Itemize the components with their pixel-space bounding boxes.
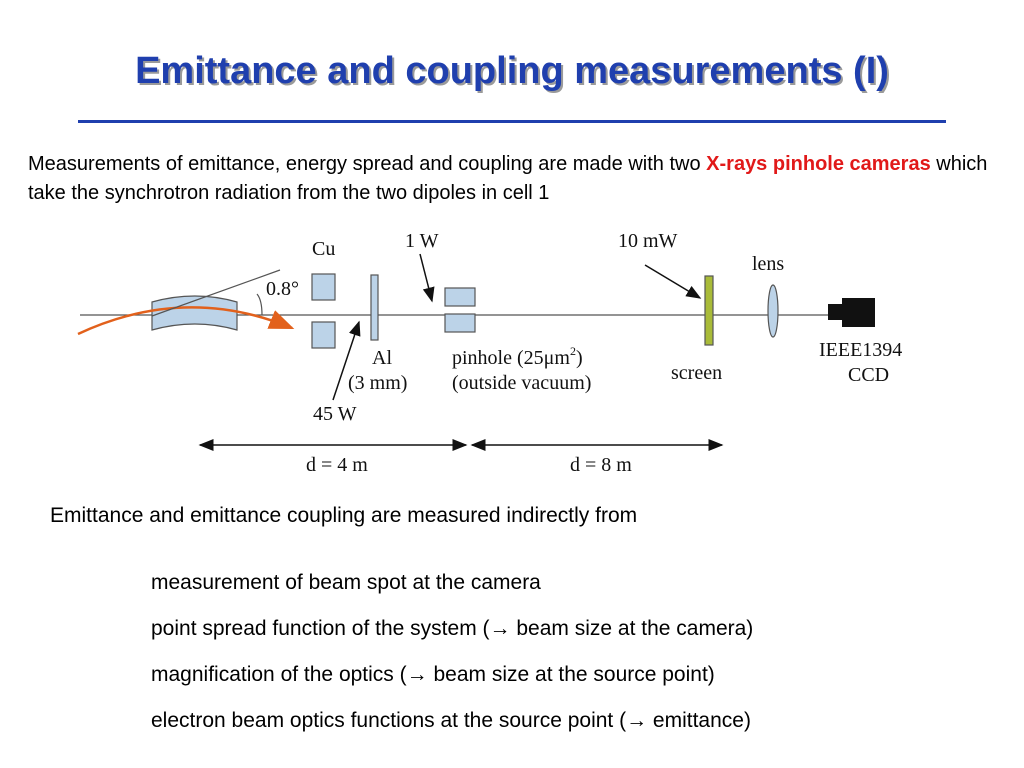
arrow-45w <box>332 320 361 401</box>
arrow-1w <box>419 253 435 303</box>
list-item: measurement of beam spot at the camera <box>151 571 541 594</box>
al-thickness-label: (3 mm) <box>348 372 407 394</box>
dipole-magnet <box>151 295 238 331</box>
ccd-camera-nose <box>828 304 842 320</box>
outside-vacuum-label: (outside vacuum) <box>452 372 591 394</box>
lens-label: lens <box>752 253 784 275</box>
intro-text-start: Measurements of emittance, energy spread… <box>28 153 707 175</box>
pinhole-label-exponent: 2 <box>570 344 576 358</box>
list-item: magnification of the optics (→ beam size… <box>151 663 715 686</box>
lens <box>767 284 779 338</box>
ccd-label: CCD <box>848 364 889 386</box>
arrow-10mw <box>644 264 702 299</box>
cu-block-upper <box>311 273 336 301</box>
lead-text: Emittance and emittance coupling are mea… <box>50 504 638 527</box>
screen-label: screen <box>671 362 722 384</box>
ccd-camera-body <box>842 298 875 327</box>
power-10mw-label: 10 mW <box>618 230 678 252</box>
intro-highlight: X-rays pinhole cameras <box>706 153 931 175</box>
pinhole-camera-diagram: 0.8° Cu Al (3 mm) 45 W 1 W pinhole (25μm… <box>77 230 902 476</box>
list-item: point spread function of the system (→ b… <box>151 617 754 640</box>
al-filter <box>370 274 379 341</box>
angle-arc <box>256 293 263 316</box>
measurement-list: measurement of beam spot at the camera p… <box>151 570 753 754</box>
al-label: Al <box>372 347 392 369</box>
power-45w-label: 45 W <box>313 403 357 425</box>
power-1w-label: 1 W <box>405 230 439 252</box>
slide-title: Emittance and coupling measurements (I) <box>135 50 889 92</box>
pinhole-block-lower <box>444 313 476 333</box>
angle-label: 0.8° <box>266 278 299 300</box>
distance-4m-label: d = 4 m <box>306 454 368 476</box>
electron-beam-path <box>77 306 295 336</box>
distance-8m-label: d = 8 m <box>570 454 632 476</box>
ccd-model-label: IEEE1394 <box>819 339 902 361</box>
pinhole-label: pinhole (25μm2) <box>452 344 583 369</box>
intro-text-end: which take the synchrotron radiation fro… <box>28 153 988 204</box>
list-item: electron beam optics functions at the so… <box>151 709 751 732</box>
cu-label: Cu <box>312 238 335 260</box>
screen <box>704 275 714 346</box>
pinhole-block-upper <box>444 287 476 307</box>
title-underline <box>78 120 946 123</box>
intro-paragraph: Measurements of emittance, energy spread… <box>28 150 998 208</box>
cu-block-lower <box>311 321 336 349</box>
tangent-line <box>151 269 281 317</box>
